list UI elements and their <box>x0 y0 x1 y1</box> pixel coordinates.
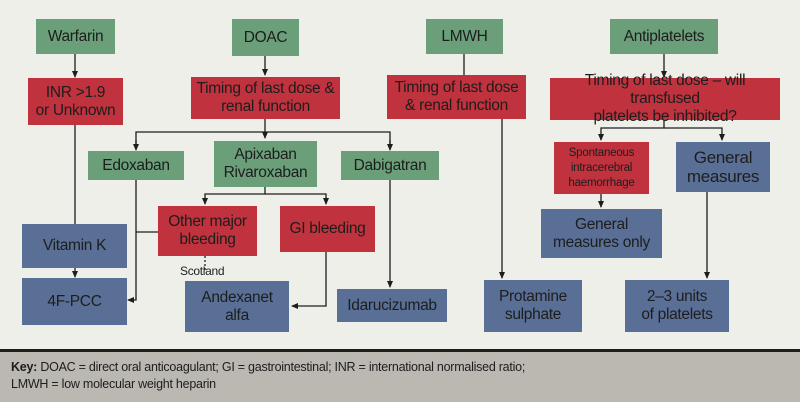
node-dabigatran: Dabigatran <box>341 151 439 180</box>
node-general-measures-only: General measures only <box>541 209 662 258</box>
scotland-annotation: Scotland <box>180 264 225 278</box>
key-line-1: Key: DOAC = direct oral anticoagulant; G… <box>11 359 789 376</box>
node-label: Timing of last dose – will transfused <box>584 72 746 107</box>
node-label: Apixaban <box>234 146 297 163</box>
node-other-major-bleeding: Other major bleeding <box>158 206 257 256</box>
node-apixaban-rivaroxaban: Apixaban Rivaroxaban <box>214 141 317 187</box>
arrow-edoxaban-pcc <box>127 180 137 303</box>
node-label: Dabigatran <box>353 156 427 174</box>
node-label: Edoxaban <box>102 156 170 174</box>
arrow-gi-andexanet <box>291 252 327 309</box>
node-label: sulphate <box>504 306 562 323</box>
node-label: Andexanet <box>201 288 273 306</box>
node-label: Timing of last dose & <box>196 80 335 97</box>
key-label: Key: <box>11 360 38 374</box>
node-antiplatelet-timing: Timing of last dose – will transfused pl… <box>550 72 780 125</box>
node-label: General <box>574 215 629 233</box>
flowchart: Warfarin DOAC LMWH Antiplatelets INR >1.… <box>22 19 780 332</box>
node-label: DOAC <box>243 28 288 46</box>
node-label: measures only <box>553 233 650 251</box>
node-label: INR >1.9 <box>45 83 106 101</box>
node-label: haemorrhage <box>568 176 635 189</box>
node-label: alfa <box>225 306 249 324</box>
node-label: 2–3 units <box>646 288 708 305</box>
node-edoxaban: Edoxaban <box>88 151 184 180</box>
node-doac: DOAC <box>232 19 299 56</box>
line-antiplatelet-split <box>598 120 665 141</box>
node-label: 4F-PCC <box>47 292 102 310</box>
connector-layer <box>72 54 725 309</box>
key-text-2: LMWH = low molecular weight heparin <box>11 377 216 391</box>
node-label: Other major <box>168 213 247 230</box>
node-vitamin-k: Vitamin K <box>22 224 127 268</box>
node-label: Idarucizumab <box>347 296 437 314</box>
node-lmwh: LMWH <box>426 19 503 54</box>
node-warfarin: Warfarin <box>36 19 115 54</box>
node-label: intracerebral <box>570 161 633 174</box>
key-text-1: DOAC = direct oral anticoagulant; GI = g… <box>37 360 526 374</box>
node-label: Protamine <box>499 288 567 305</box>
node-label: of platelets <box>641 306 713 323</box>
node-label: Warfarin <box>47 27 104 45</box>
node-doac-timing: Timing of last dose & renal function <box>191 77 340 119</box>
node-general-measures: General measures <box>676 142 770 192</box>
node-label: renal function <box>221 98 310 115</box>
node-label: Spontaneous <box>568 146 635 159</box>
node-label: & renal function <box>405 97 508 114</box>
node-label: Antiplatelets <box>623 27 705 45</box>
node-antiplatelets: Antiplatelets <box>610 19 718 54</box>
line-apixaban-split <box>202 187 266 205</box>
node-label: bleeding <box>179 231 236 248</box>
key-legend: Key: DOAC = direct oral anticoagulant; G… <box>0 349 800 402</box>
node-label: Vitamin K <box>42 237 107 254</box>
node-spontaneous-ich: Spontaneous intracerebral haemorrhage <box>554 142 649 194</box>
node-andexanet-alfa: Andexanet alfa <box>185 281 289 332</box>
node-platelets: 2–3 units of platelets <box>625 280 729 332</box>
node-lmwh-timing: Timing of last dose & renal function <box>387 75 526 119</box>
node-inr: INR >1.9 or Unknown <box>28 78 123 125</box>
node-label: LMWH <box>441 27 488 45</box>
node-label: GI bleeding <box>289 220 366 237</box>
node-4f-pcc: 4F-PCC <box>22 278 127 325</box>
line-antiplatelet-split-right <box>664 127 725 141</box>
node-label: Rivaroxaban <box>223 164 308 181</box>
node-label: Timing of last dose <box>394 79 519 96</box>
node-label: measures <box>686 167 760 186</box>
node-label: General <box>693 148 753 167</box>
node-label: or Unknown <box>35 101 116 119</box>
line-apixaban-split-right <box>265 193 329 205</box>
node-gi-bleeding: GI bleeding <box>280 206 375 252</box>
node-idarucizumab: Idarucizumab <box>337 289 447 322</box>
node-protamine-sulphate: Protamine sulphate <box>484 280 582 332</box>
node-label: platelets be inhibited? <box>593 108 737 125</box>
